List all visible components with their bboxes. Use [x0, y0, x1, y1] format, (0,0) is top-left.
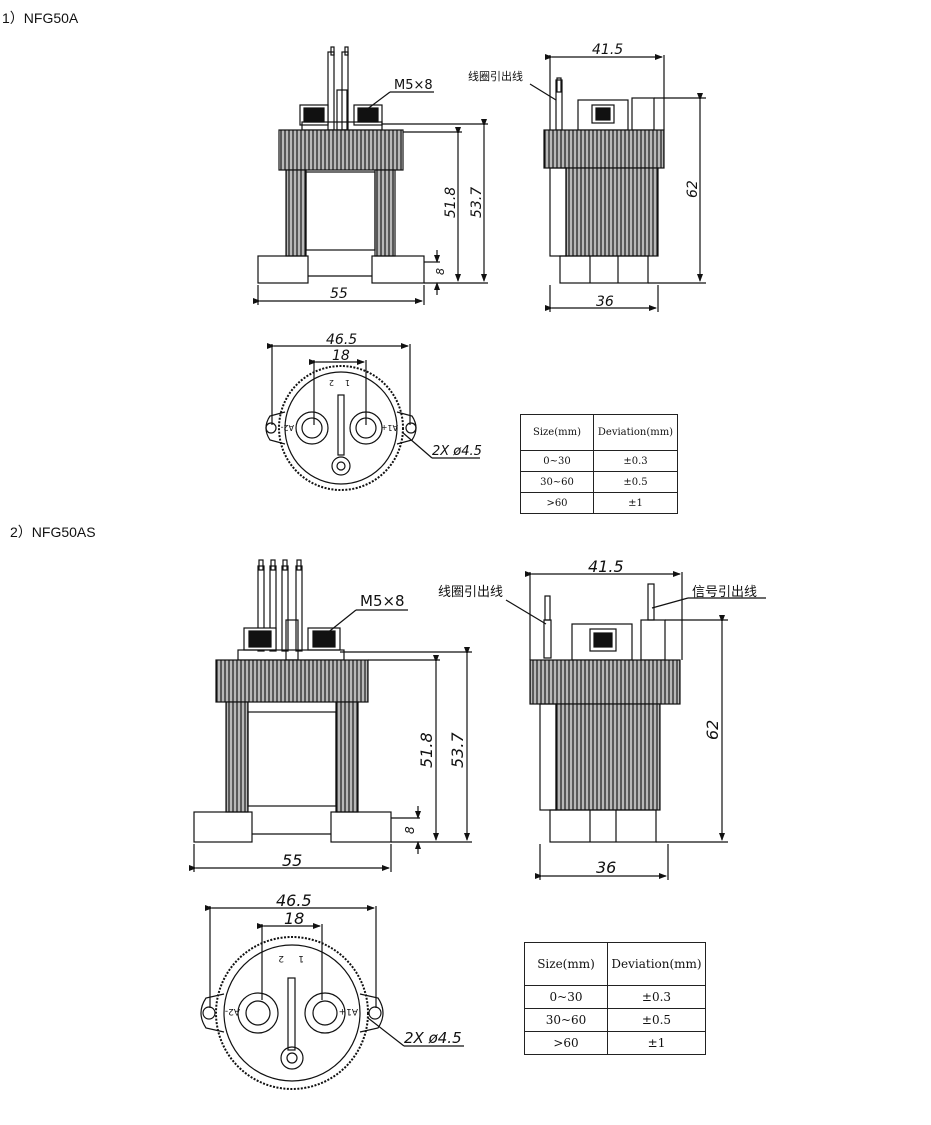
bottom-view-1: [265, 343, 480, 491]
table-cell: ±0.3: [607, 985, 706, 1009]
bottom-1-a1: A1+: [381, 423, 398, 432]
side-2-signal-lead: 信号引出线: [692, 585, 757, 600]
side-1-coil-lead: 线圈引出线: [468, 69, 523, 83]
section-1-title: 1）NFG50A: [2, 10, 79, 26]
tolerance-table-1: Size(mm) Deviation(mm) 0~30 ±0.3 30~60 ±…: [520, 414, 678, 514]
side-2-height: 62: [703, 720, 722, 740]
front-2-h1: 51.8: [417, 732, 436, 768]
front-2-width: 55: [282, 851, 302, 870]
bottom-2-holes: 2X ø4.5: [404, 1029, 462, 1047]
front-1-width: 55: [330, 286, 348, 302]
side-view-1: [529, 54, 706, 312]
side-1-width: 41.5: [592, 42, 623, 58]
bottom-1-pin1: 1: [345, 378, 350, 387]
front-1-thread: M5×8: [394, 78, 433, 93]
table-cell: 30~60: [524, 1008, 608, 1032]
section-2-title: 2）NFG50AS: [10, 524, 96, 540]
bottom-1-inner: 18: [332, 348, 350, 364]
bottom-1-holes: 2X ø4.5: [432, 444, 482, 459]
bottom-1-a2: A2-: [280, 423, 294, 432]
side-2-base: 36: [596, 858, 616, 877]
table-header-deviation: Deviation(mm): [607, 942, 706, 986]
side-1-base: 36: [596, 294, 614, 310]
front-1-base: 8: [434, 268, 447, 275]
table-cell: 0~30: [524, 985, 608, 1009]
table-cell: 30~60: [520, 471, 594, 493]
tolerance-table-2: Size(mm) Deviation(mm) 0~30 ±0.3 30~60 ±…: [524, 942, 706, 1055]
table-cell: 0~30: [520, 450, 594, 472]
bottom-1-outer: 46.5: [326, 332, 357, 348]
bottom-2-pin2: 2: [278, 953, 284, 963]
table-cell: ±1: [593, 492, 678, 514]
front-view-1: [253, 46, 488, 305]
side-view-2: [505, 571, 766, 880]
table-cell: >60: [524, 1031, 608, 1055]
side-1-height: 62: [685, 180, 701, 198]
front-2-base: 8: [403, 826, 417, 834]
side-2-coil-lead: 线圈引出线: [438, 585, 503, 600]
bottom-2-pin1: 1: [298, 953, 304, 963]
table-cell: ±0.5: [607, 1008, 706, 1032]
bottom-view-2: [200, 905, 464, 1090]
bottom-2-a1: A1+: [339, 1006, 358, 1016]
front-view-2: [189, 559, 472, 872]
table-header-deviation: Deviation(mm): [593, 414, 678, 451]
bottom-2-inner: 18: [284, 909, 304, 928]
bottom-1-pin2: 2: [329, 378, 334, 387]
table-cell: ±1: [607, 1031, 706, 1055]
front-2-h2: 53.7: [448, 732, 467, 768]
front-2-thread: M5×8: [360, 592, 405, 610]
table-cell: ±0.3: [593, 450, 678, 472]
side-2-width: 41.5: [588, 557, 624, 576]
bottom-2-outer: 46.5: [276, 891, 312, 910]
bottom-2-a2: A2-: [225, 1006, 240, 1016]
table-header-size: Size(mm): [520, 414, 594, 451]
table-header-size: Size(mm): [524, 942, 608, 986]
front-1-h2: 53.7: [469, 187, 485, 218]
table-cell: ±0.5: [593, 471, 678, 493]
front-1-h1: 51.8: [443, 187, 459, 218]
table-cell: >60: [520, 492, 594, 514]
